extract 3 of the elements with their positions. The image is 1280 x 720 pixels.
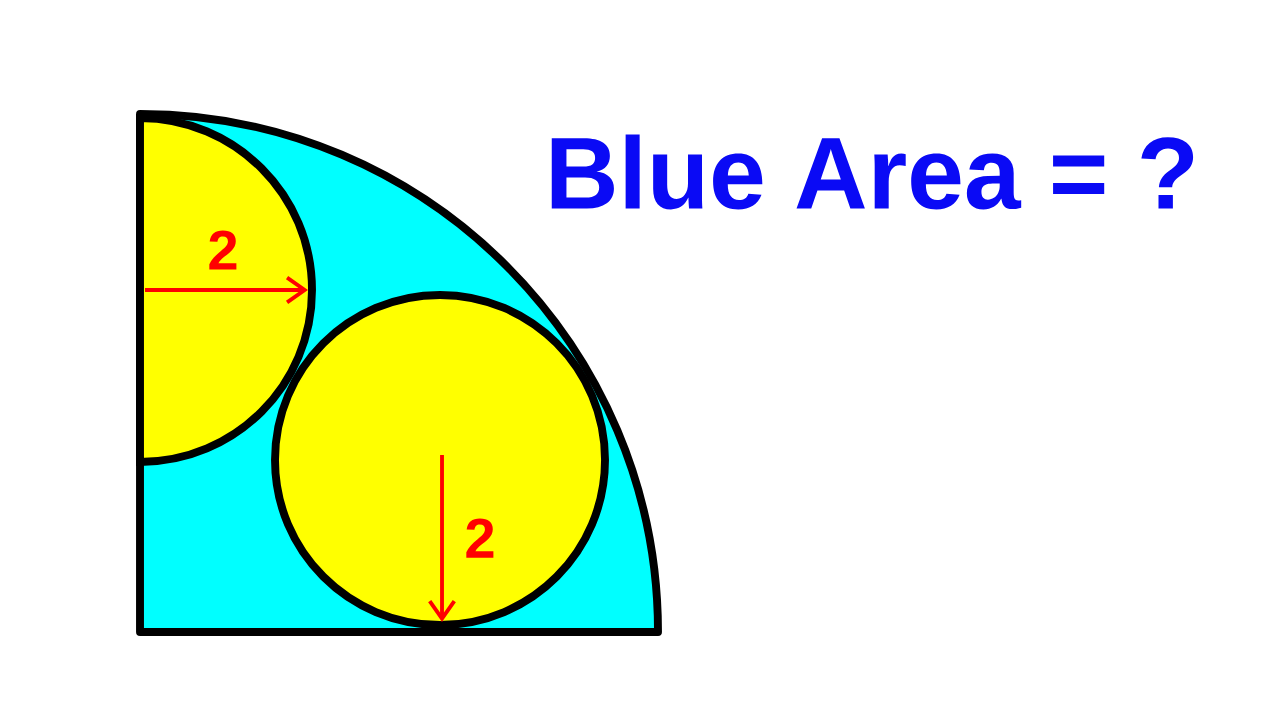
dimension-label: 2 [209, 230, 237, 270]
dimension-label: 2 [466, 518, 494, 558]
title: Blue Area = ? [551, 134, 1194, 210]
